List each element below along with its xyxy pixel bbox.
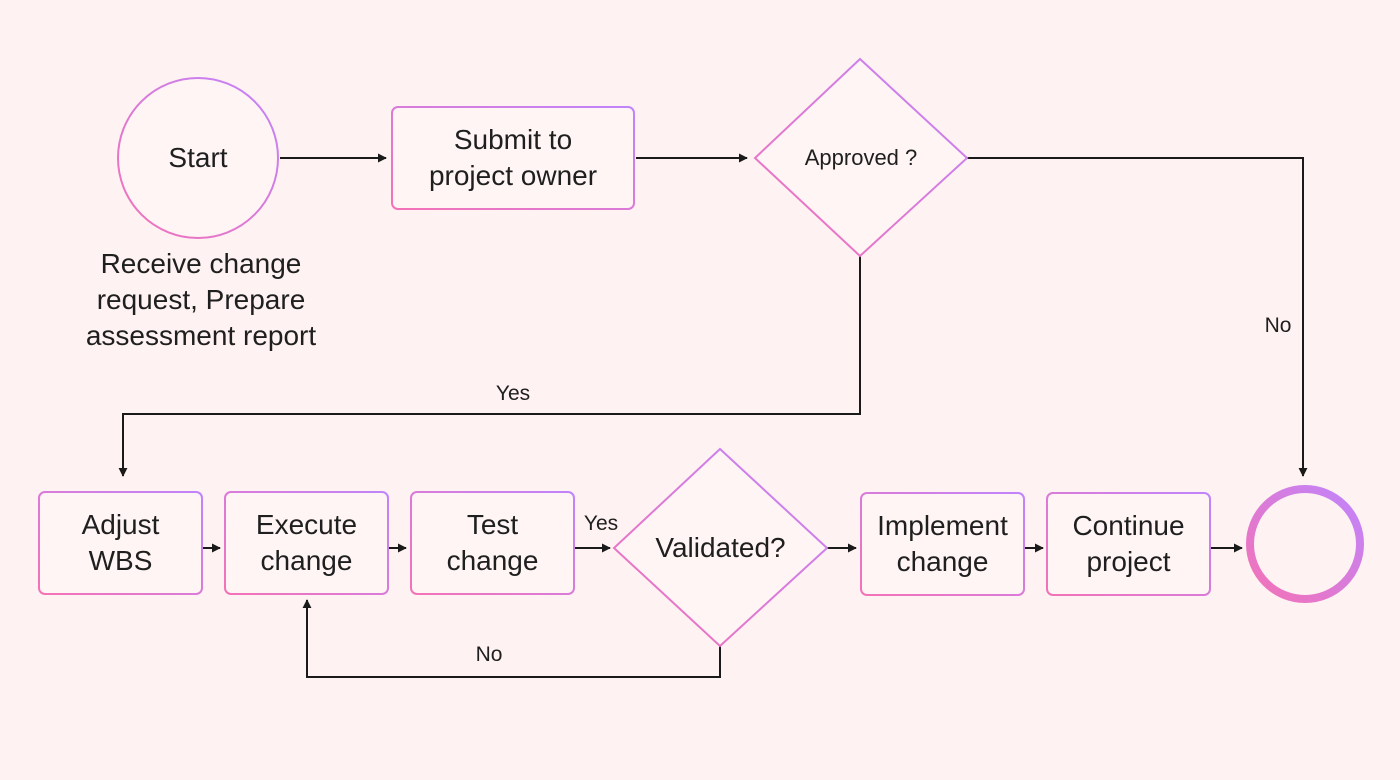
end-label bbox=[1250, 489, 1360, 599]
edge-label-approved-yes: Yes bbox=[495, 382, 531, 405]
test-node bbox=[410, 491, 575, 595]
edge-label-validated-no: No bbox=[475, 643, 503, 666]
edge-label-approved-no: No bbox=[1264, 314, 1292, 337]
validated-label: Validated? bbox=[655, 532, 786, 563]
continue-label: Continue project bbox=[1072, 510, 1185, 577]
implement-label: Implement change bbox=[877, 510, 1008, 577]
approved-node bbox=[753, 57, 969, 258]
edge-approved-yes bbox=[118, 256, 861, 477]
edge-approved-no bbox=[967, 157, 1308, 477]
submit-node bbox=[391, 106, 635, 210]
approved-label: Approved ? bbox=[804, 145, 918, 170]
start-label: Start bbox=[168, 142, 228, 173]
continue-node bbox=[1046, 492, 1211, 596]
start-node bbox=[117, 77, 279, 239]
edge-validated-no bbox=[302, 599, 721, 678]
end-node bbox=[1246, 485, 1364, 603]
validated-node bbox=[612, 447, 829, 648]
adjust-label: Adjust WBS bbox=[81, 509, 160, 576]
implement-node bbox=[860, 492, 1025, 596]
execute-node bbox=[224, 491, 389, 595]
start-note: Receive change request, Prepare assessme… bbox=[85, 248, 317, 351]
edge-label-test-yes: Yes bbox=[583, 512, 619, 535]
submit-label: Submit to project owner bbox=[428, 124, 598, 191]
adjust-node bbox=[38, 491, 203, 595]
connectors bbox=[118, 153, 1308, 678]
execute-label: Execute change bbox=[255, 509, 358, 576]
test-label: Test change bbox=[446, 509, 539, 576]
